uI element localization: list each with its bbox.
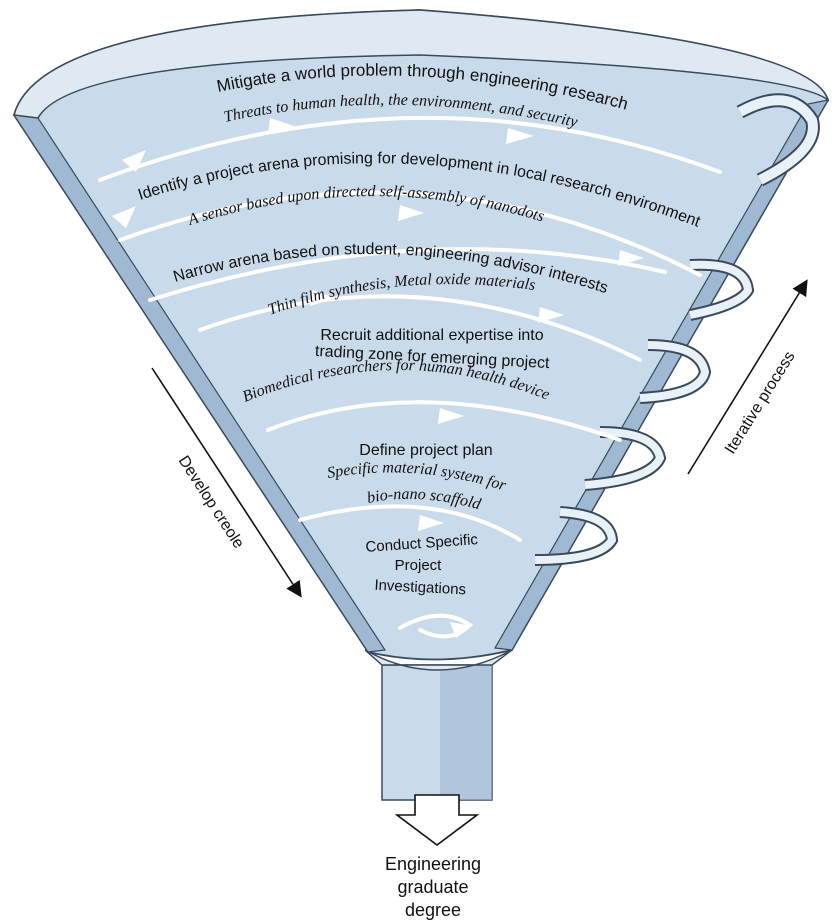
develop-creole-label: Develop creole — [175, 453, 247, 552]
output-line-2: graduate — [397, 877, 468, 897]
iterative-process-arrow — [687, 279, 808, 475]
flow-arrows — [98, 116, 722, 639]
output-line-3: degree — [405, 900, 461, 920]
iterative-process-label: Iterative process — [722, 349, 799, 458]
output-arrow — [394, 794, 480, 846]
stage-6-title-line-2: Project — [395, 557, 443, 574]
output-line-1: Engineering — [385, 854, 481, 874]
stage-4-title-line-1: Recruit additional expertise into — [320, 327, 543, 344]
iteration-loops — [534, 93, 820, 566]
funnel-spout — [364, 649, 513, 801]
develop-creole-arrow — [151, 367, 302, 598]
stage-5-title: Define project plan — [359, 442, 492, 459]
stage-6-title-line-3: Investigations — [374, 577, 466, 599]
